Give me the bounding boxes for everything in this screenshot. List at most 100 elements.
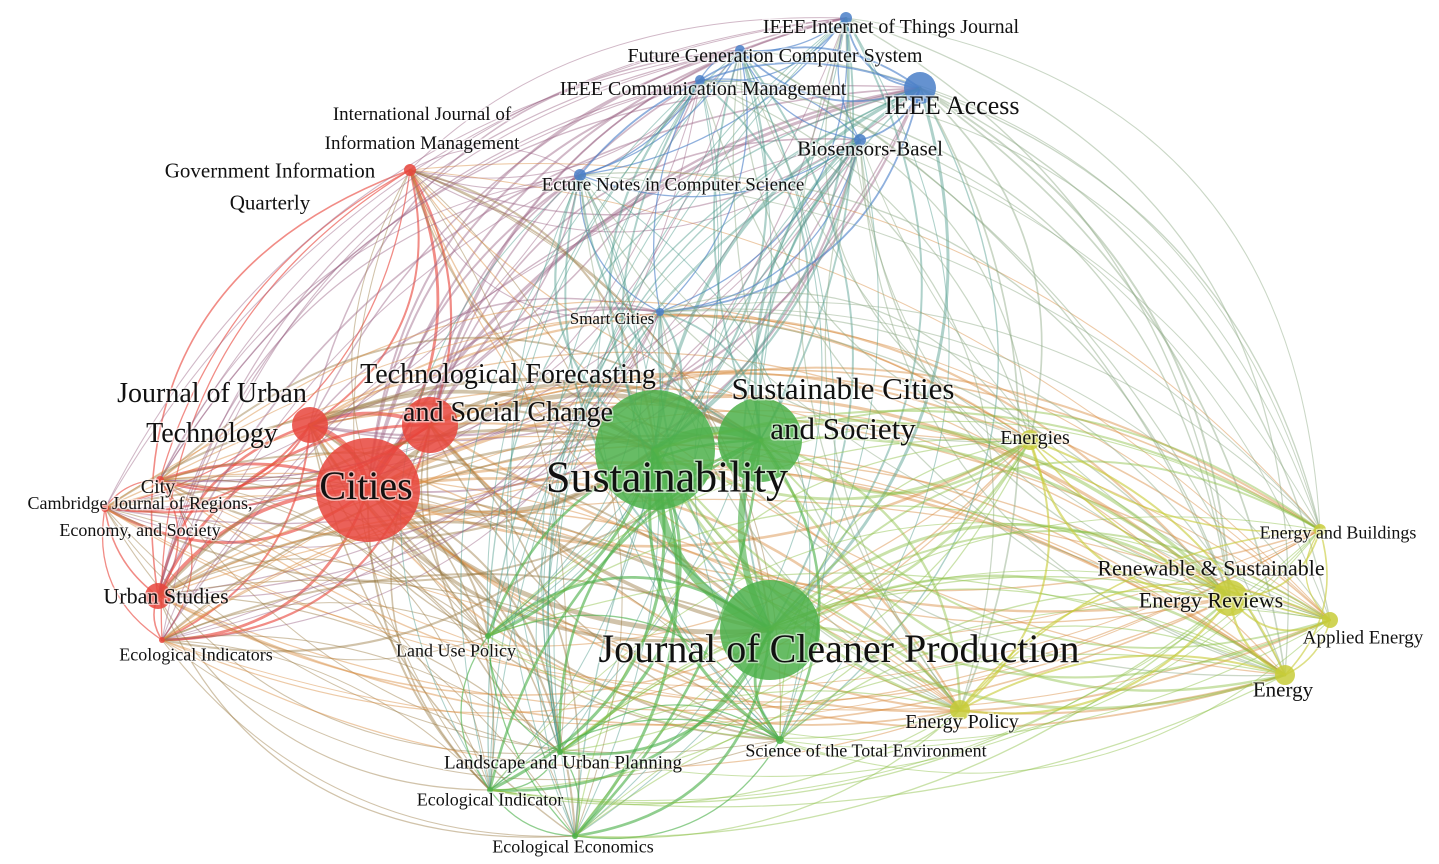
edge-tfsc-landuse [420, 424, 489, 637]
node-energy[interactable] [1275, 665, 1295, 685]
node-ieeeaccess[interactable] [904, 72, 936, 104]
label-ecoind1: Ecological Indicators [119, 644, 272, 664]
node-scs[interactable] [718, 398, 802, 482]
node-appliedenergy[interactable] [1322, 612, 1338, 628]
node-sustainability[interactable] [595, 390, 715, 510]
edge-urbanstudies-biosensors [157, 139, 861, 597]
edge-city-cambridge [104, 479, 161, 509]
node-smartcities[interactable] [656, 308, 664, 316]
edge-cambridge-energybuildings [104, 507, 1321, 688]
edge-city-jcp [159, 451, 771, 631]
label-line: Ecological Indicator [417, 789, 563, 809]
edge-lncs-energies [579, 174, 1031, 443]
edge-landuse-ecoecon [487, 635, 576, 837]
label-line: Science of the Total Environment [745, 740, 986, 760]
edge-fgcs-ieeeaccess [739, 49, 921, 103]
edge-landscape-energypolicy [559, 690, 961, 753]
edge-biosensors-jcp [741, 139, 861, 631]
node-energies[interactable] [1020, 430, 1040, 450]
edge-tfsc-energies [428, 371, 1032, 442]
edge-ecoind2-stoten [489, 718, 781, 791]
edge-landuse-energypolicy [487, 635, 961, 739]
edge-jcp-rser [768, 523, 1232, 632]
edge-city-ieeecm [159, 79, 701, 481]
node-jcp[interactable] [720, 580, 820, 680]
edge-jut-appliedenergy [309, 401, 1331, 621]
node-cities[interactable] [316, 438, 420, 542]
node-biosensors[interactable] [854, 134, 866, 146]
edge-fgcs-landscape [541, 49, 741, 753]
node-giq[interactable] [404, 164, 416, 176]
edge-ecoind1-jcp [161, 573, 771, 641]
node-city[interactable] [156, 476, 164, 484]
node-energypolicy[interactable] [950, 700, 970, 720]
label-sustainability: Sustainability [546, 452, 788, 501]
edge-stoten-energybuildings [779, 529, 1321, 749]
label-city: City [141, 476, 175, 498]
edge-city-sustainability [158, 448, 657, 540]
edge-scs-energy [758, 438, 1287, 692]
label-appliedenergy: Applied Energy [1303, 628, 1424, 649]
edge-giq-smartcities [409, 169, 661, 319]
label-energybuildings: Energy and Buildings [1260, 522, 1417, 542]
edge-giq-appliedenergy [409, 169, 1331, 621]
edge-ieeecm-appliedenergy [699, 79, 1331, 621]
node-lncs[interactable] [574, 169, 586, 181]
edge-urbanstudies-ieeecm [157, 79, 701, 597]
node-jut[interactable] [292, 407, 328, 443]
edge-ieeecm-rser [699, 79, 1231, 599]
edge-ieeeaccess-energybuildings [919, 87, 1321, 531]
node-ieeecm[interactable] [695, 75, 705, 85]
node-ecoind2[interactable] [487, 787, 493, 793]
edge-urbanstudies-landuse [157, 558, 489, 637]
edge-landuse-ecoind2 [460, 635, 491, 791]
node-rser[interactable] [1212, 580, 1248, 616]
node-stoten[interactable] [776, 736, 784, 744]
node-landuse[interactable] [485, 633, 491, 639]
edge-cities-energies [366, 438, 1032, 548]
edge-jut-giq [309, 169, 420, 426]
edge-ecoind2-energy [489, 674, 1286, 808]
edge-tfsc-ieeecm [429, 79, 701, 426]
edge-cambridge-energies [104, 439, 1031, 647]
label-line: Sustainability [546, 452, 788, 501]
edge-scs-ecoecon [573, 438, 762, 838]
edge-city-landscape [159, 479, 561, 753]
node-tfsc[interactable] [402, 397, 458, 453]
edge-ecoind1-energypolicy [161, 639, 961, 769]
label-line: Government Information [165, 158, 376, 182]
edge-cambridge-stoten [104, 507, 781, 754]
label-line: IEEE Communication Management [560, 78, 847, 100]
edge-iotj-biosensors [837, 17, 861, 141]
label-ieeecm: IEEE Communication Management [560, 78, 847, 100]
edge-iotj-stoten [779, 17, 950, 741]
edge-city-energypolicy [159, 472, 961, 711]
node-ecoind1[interactable] [159, 637, 165, 643]
edge-ecoind1-stoten [161, 639, 781, 781]
node-urbanstudies[interactable] [145, 583, 171, 609]
node-energybuildings[interactable] [1314, 524, 1326, 536]
label-line: Land Use Policy [396, 640, 516, 660]
label-line: Landscape and Urban Planning [444, 753, 682, 774]
node-landscape[interactable] [557, 749, 563, 755]
node-iotj[interactable] [840, 12, 852, 24]
edges-layer [101, 16, 1332, 840]
label-line: Energy Reviews [1139, 588, 1283, 613]
node-cambridge[interactable] [101, 504, 109, 512]
edge-iotj-scs [759, 17, 855, 441]
edge-tfsc-jcp [428, 423, 772, 632]
label-line: Ecological Economics [492, 836, 653, 856]
node-fgcs[interactable] [735, 45, 745, 55]
edge-giq-energypolicy [409, 169, 961, 711]
edge-cambridge-ecoind1 [101, 507, 163, 641]
edge-cities-energypolicy [366, 477, 962, 712]
label-line: Biosensors-Basel [797, 136, 943, 160]
label-landuse: Land Use Policy [396, 640, 516, 660]
edge-giq-biosensors [409, 139, 861, 233]
edge-energies-energypolicy [959, 439, 1050, 711]
node-ecoecon[interactable] [572, 833, 578, 839]
label-line: Economy, and Society [59, 520, 220, 540]
